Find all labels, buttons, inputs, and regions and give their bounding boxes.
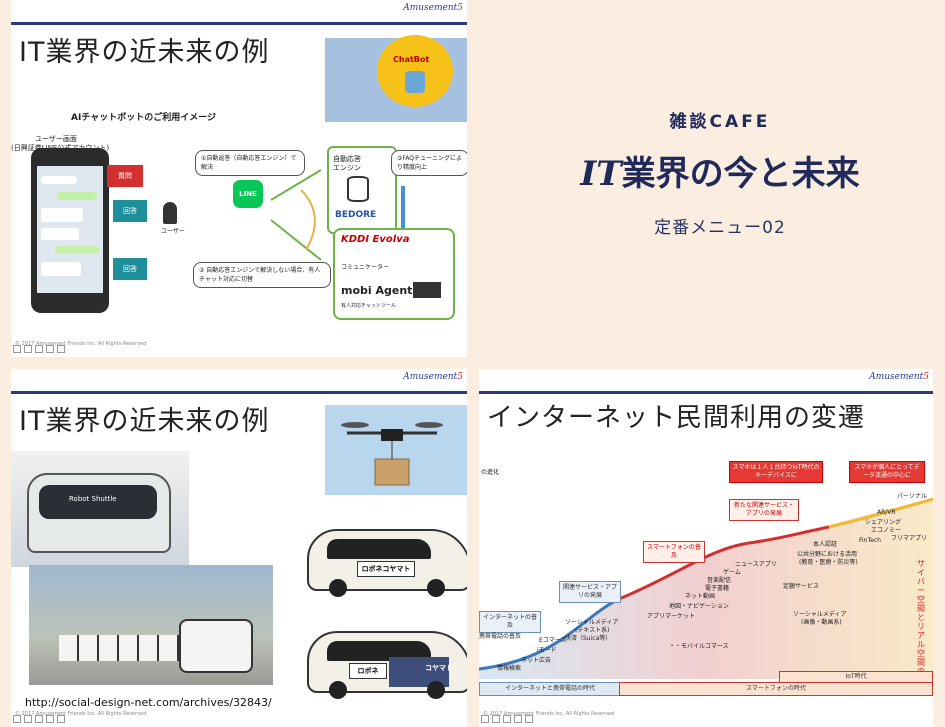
title-rule [479, 391, 933, 394]
tag: 携帯電話の普及 [479, 633, 522, 640]
delivery-robots-photo [29, 565, 273, 685]
user-label: ユーザー [161, 228, 185, 235]
source-url: http://social-design-net.com/archives/32… [25, 696, 272, 709]
user-figure [163, 202, 177, 224]
tag: エコノミー [871, 527, 902, 534]
robo-neko-car-1: ロボネコヤマト [307, 529, 467, 597]
evolution-label: の進化 [481, 469, 500, 476]
tag: AR/VR [877, 509, 896, 516]
tag: FinTech [859, 537, 881, 544]
drone-image [341, 422, 443, 486]
slide-footer: © 2017 Amusement Friends Inc. All Rights… [479, 711, 933, 727]
database-icon [347, 176, 369, 202]
slide-title: IT業界の近未来の例 [19, 37, 270, 68]
company-logo: Amusement5 [403, 372, 463, 382]
tag: ゲーム [723, 569, 741, 576]
tag: 地図・ナビゲーション [669, 603, 729, 610]
question-arrow: 質問 [107, 165, 143, 187]
title-rule [11, 391, 467, 394]
bedore-logo: BEDORE [335, 210, 377, 220]
headline-it: IT [580, 154, 622, 194]
box-new-services: 新たな関連サービス・アプリの発展 [729, 499, 799, 521]
box-smartphone-data-center: スマホが個人にとってデータ流通の中心に [849, 461, 925, 483]
line-icon: LINE [233, 180, 263, 208]
tag: ニュースアプリ [735, 561, 777, 568]
headline: IT業界の今と未来 [520, 146, 920, 195]
company-logo: Amusement5 [869, 372, 929, 382]
reply-arrow-2: 回答 [113, 258, 147, 280]
box-internet-spread: インターネットの普及 [479, 611, 541, 633]
slide-footer: © 2017 Amusement Friends Inc. All Rights… [11, 711, 467, 727]
tag: ソーシャルメディア [793, 611, 847, 618]
chatbot-icon: ChatBot [377, 35, 453, 107]
tag: (テキスト系) [575, 627, 610, 634]
user-screen-label: ユーザー画面 [35, 135, 77, 143]
growth-curve [479, 497, 933, 679]
feedback-arrow [401, 186, 405, 256]
note-auto-answer: ①自動返答（自動応答エンジン）で解決 [195, 150, 305, 176]
slide-footer: © 2017 Amusement Friends Inc. All Rights… [11, 341, 467, 357]
laptop-icon [413, 282, 441, 298]
robot-shuttle-photo: Robot Shuttle [11, 451, 189, 567]
tag: 音楽配信 [707, 577, 732, 584]
company-logo: Amusement5 [403, 3, 463, 13]
tag: (画像・動画系) [801, 619, 842, 626]
tag: 情報検索 [497, 665, 522, 672]
flow-arrows [270, 169, 322, 261]
tag: 電子書籍 [705, 585, 730, 592]
mobi-agent-logo: mobi Agent [341, 284, 413, 297]
slide-title: IT業界の近未来の例 [19, 406, 270, 437]
tag: (教育・医療・防災等) [799, 559, 858, 566]
title-rule [11, 22, 467, 25]
tag: アプリマーケット [647, 613, 696, 620]
note-fallback: ② 自動応答エンジンで解決しない場合、有人チャット対応に切替 [193, 262, 331, 288]
auto-answer-engine: 自動応答 エンジン BEDORE [327, 146, 397, 234]
tag: iモード [537, 647, 557, 654]
tag: Eコマース [539, 637, 567, 644]
tag: ・・モバイルコマース [669, 643, 729, 650]
slide-subtitle: AIチャットボットのご利用イメージ [71, 113, 217, 123]
tag: 公共分野における活用 [797, 551, 858, 558]
cafe-label: 雑談CAFE [669, 112, 771, 132]
slide-title: インターネット民間利用の変遷 [487, 403, 866, 433]
tag: 定額サービス [783, 583, 820, 590]
slide-near-future[interactable]: Amusement5 IT業界の近未来の例 Robot Shuttle ロボネコ… [11, 369, 467, 727]
tag: パーソナル [897, 493, 928, 500]
tag: 決済（Suica等） [565, 635, 612, 642]
tag: フリマアプリ [891, 535, 928, 542]
headline-rest: 業界の今と未来 [621, 154, 860, 194]
tag: 本人認証 [813, 541, 838, 548]
timeline-smartphone: スマートフォンの時代 [619, 682, 933, 696]
tag: シェアリング [865, 519, 902, 526]
tag: ソーシャルメディア [565, 619, 619, 626]
timeline-internet: インターネットと携帯電話の時代 [479, 682, 621, 696]
box-smartphone-key-device: スマホは１人１台持つIoT時代のキーデバイスに [729, 461, 823, 483]
box-smartphone-spread: スマートフォンの普及 [643, 541, 705, 563]
menu-label: 定番メニュー02 [654, 218, 786, 238]
box-related-services: 関連サービス・アプリの発展 [559, 581, 621, 603]
kddi-evolva-box: KDDI Evolva コミュニケーター mobi Agent 有人対応チャット… [333, 228, 455, 320]
robo-neko-car-2: ロボネ コヤマト [307, 631, 467, 699]
note-faq: ③FAQチューニングにより精度向上 [391, 150, 467, 176]
tag: ネット広告 [521, 657, 552, 664]
slide-ai-chatbot[interactable]: Amusement5 IT業界の近未来の例 ChatBot AIチャットボットの… [11, 0, 467, 357]
slide-internet-history[interactable]: Amusement5 インターネット民間利用の変遷 の進化 スマホは１人１台持つ… [479, 369, 933, 727]
phone-mockup [31, 148, 109, 313]
reply-arrow-1: 回答 [113, 200, 147, 222]
tag: ネット動画 [685, 593, 716, 600]
